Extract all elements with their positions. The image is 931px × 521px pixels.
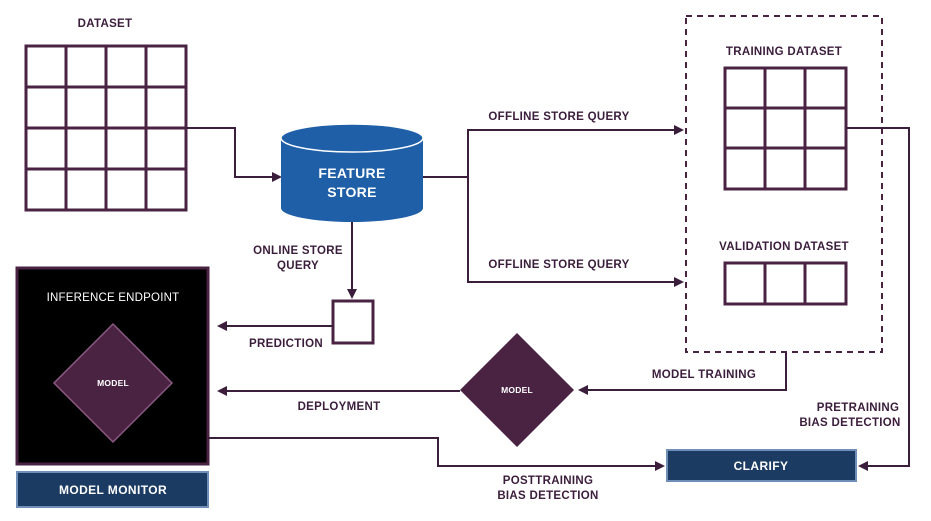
clarify-label: CLARIFY (734, 459, 789, 473)
dataset-to-feature-store-arrow (186, 127, 282, 182)
offline-query-bottom-label: OFFLINE STORE QUERY (488, 259, 629, 271)
offline-query-bottom-arrow (467, 177, 684, 287)
feature-store-cylinder (280, 123, 424, 222)
training-dataset-title: TRAINING DATASET (726, 46, 842, 58)
pretraining-label-line2: BIAS DETECTION (799, 417, 900, 429)
offline-query-top-label: OFFLINE STORE QUERY (488, 111, 629, 123)
trained-model-label: MODEL (501, 385, 533, 395)
prediction-result-box (331, 299, 375, 345)
model-training-label: MODEL TRAINING (652, 369, 756, 381)
model-monitor-label: MODEL MONITOR (59, 483, 167, 497)
model-training-arrow (578, 352, 787, 395)
validation-dataset-title: VALIDATION DATASET (719, 241, 849, 253)
endpoint-model-label: MODEL (97, 378, 129, 388)
trained-model-diamond (460, 333, 574, 447)
online-query-label-line2: QUERY (277, 260, 319, 272)
feature-store-label-line1: FEATURE (318, 165, 385, 181)
online-query-label-line1: ONLINE STORE (253, 245, 343, 257)
offline-query-top-arrow (467, 125, 684, 177)
validation-dataset-grid (723, 261, 848, 306)
training-dataset-grid (723, 66, 848, 191)
model-monitor-box (16, 471, 209, 508)
posttraining-label-line1: POSTTRAINING (503, 475, 594, 487)
prediction-label: PREDICTION (249, 338, 323, 350)
posttraining-label-line2: BIAS DETECTION (497, 490, 598, 502)
training-validation-container (685, 15, 883, 353)
endpoint-model-diamond (52, 322, 174, 444)
feature-store-label-line2: STORE (327, 184, 376, 200)
dataset-grid (24, 44, 188, 212)
pretraining-bias-arrow (846, 127, 910, 471)
deployment-label: DEPLOYMENT (298, 401, 381, 413)
clarify-box (666, 449, 857, 482)
inference-endpoint-title: INFERENCE ENDPOINT (47, 292, 180, 304)
dataset-title: DATASET (78, 18, 133, 30)
posttraining-bias-arrow (208, 437, 665, 471)
pretraining-label-line1: PRETRAINING (817, 402, 900, 414)
